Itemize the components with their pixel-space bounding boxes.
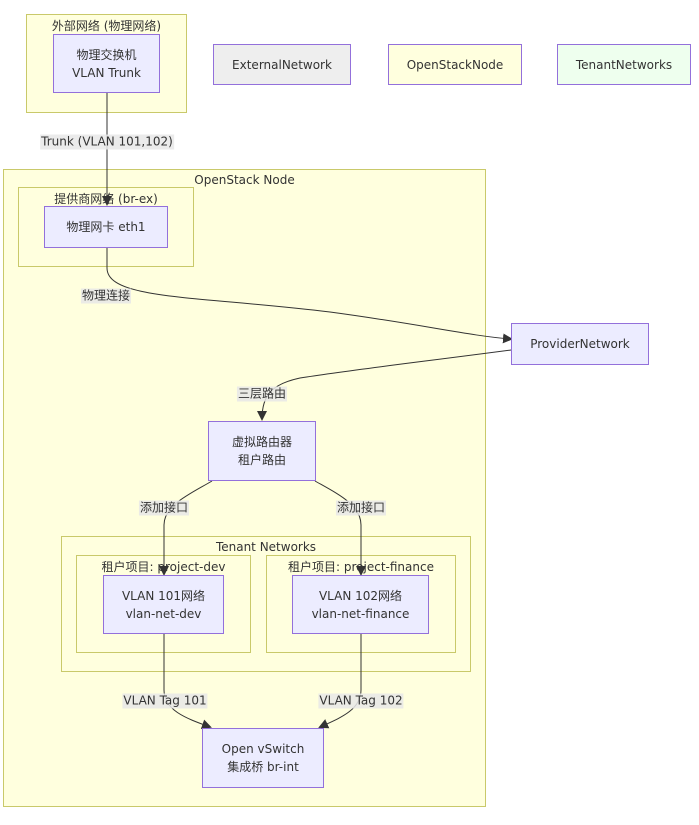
virtual-router-line2: 租户路由 (237, 453, 286, 467)
tenant-networks-title: Tenant Networks (215, 540, 317, 554)
eth1-label: 物理网卡 eth1 (66, 220, 146, 234)
vlan102-node[interactable]: VLAN 102网络 vlan-net-finance (292, 575, 429, 634)
physical-switch-line1: 物理交换机 (76, 47, 137, 62)
edge-label-physical: 物理连接 (80, 288, 132, 304)
eth1-node[interactable]: 物理网卡 eth1 (44, 206, 168, 248)
vlan102-line2: vlan-net-finance (311, 606, 410, 621)
vlan101-line2: vlan-net-dev (125, 606, 202, 621)
ovs-node[interactable]: Open vSwitch 集成桥 br-int (202, 728, 324, 788)
ovs-line1: Open vSwitch (221, 742, 305, 756)
edge-label-l3: 三层路由 (236, 386, 288, 402)
edge-label-trunk: Trunk (VLAN 101,102) (40, 134, 174, 150)
provider-network-label: ProviderNetwork (530, 337, 630, 351)
vlan101-line1: VLAN 101网络 (121, 588, 206, 603)
legend-tenant-networks: TenantNetworks (557, 44, 691, 85)
edge-label-add-iface-dev: 添加接口 (138, 500, 190, 516)
virtual-router-line1: 虚拟路由器 (231, 435, 292, 449)
project-dev-title: 租户项目: project-dev (101, 560, 226, 574)
vlan102-line1: VLAN 102网络 (318, 588, 403, 603)
edge-label-tag102: VLAN Tag 102 (318, 693, 404, 709)
physical-switch-line2: VLAN Trunk (72, 65, 141, 80)
openstack-node-title: OpenStack Node (194, 173, 295, 187)
project-finance-title: 租户项目: project-finance (288, 560, 434, 574)
legend-openstack-node: OpenStackNode (388, 44, 522, 85)
vlan101-node[interactable]: VLAN 101网络 vlan-net-dev (103, 575, 224, 634)
edge-label-add-iface-finance: 添加接口 (335, 500, 387, 516)
legend-external-network: ExternalNetwork (213, 44, 351, 85)
provider-network-node[interactable]: ProviderNetwork (511, 323, 649, 365)
external-network-title: 外部网络 (物理网络) (51, 19, 162, 33)
virtual-router-node[interactable]: 虚拟路由器 租户路由 (208, 421, 316, 481)
ovs-line2: 集成桥 br-int (227, 760, 299, 774)
edge-label-tag101: VLAN Tag 101 (122, 693, 208, 709)
physical-switch-node[interactable]: 物理交换机 VLAN Trunk (53, 34, 160, 93)
provider-network-title: 提供商网络 (br-ex) (54, 192, 158, 206)
